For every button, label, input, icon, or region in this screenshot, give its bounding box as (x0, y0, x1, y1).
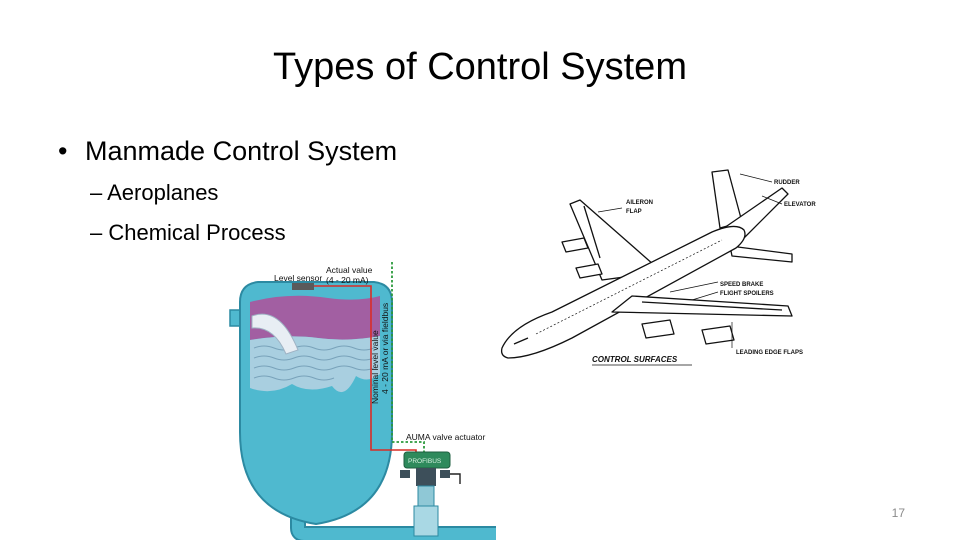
label-control-surfaces: CONTROL SURFACES (592, 355, 678, 364)
label-speed-brake: SPEED BRAKE (720, 282, 763, 288)
bullet-item: •Manmade Control System (58, 133, 397, 169)
label-nominal-value-range: 4 - 20 mA or via fieldbus (380, 303, 390, 394)
bullet-marker: • (58, 133, 85, 169)
label-level-sensor: Level sensor (274, 273, 322, 283)
bullet-text: Manmade Control System (85, 136, 397, 166)
label-aileron: AILERON (626, 200, 653, 206)
subitem-chemical-process: – Chemical Process (90, 218, 286, 248)
actuator-badge: PROFIBUS (408, 458, 442, 465)
label-flight-spoilers: FLIGHT SPOILERS (720, 291, 774, 297)
page-number: 17 (892, 506, 905, 520)
label-actual-value-range: (4 - 20 mA) (326, 275, 369, 285)
label-elevator: ELEVATOR (784, 202, 816, 208)
label-leading-edge-flaps: LEADING EDGE FLAPS (736, 350, 803, 356)
label-actuator: AUMA valve actuator (406, 432, 486, 442)
label-flap: FLAP (626, 209, 642, 215)
slide-title: Types of Control System (0, 42, 960, 92)
tank-diagram: PROFIBUS Level sensor Actual value (4 - … (228, 262, 496, 540)
subitem-aeroplanes: – Aeroplanes (90, 178, 218, 208)
plane-diagram: RUDDER ELEVATOR AILERON FLAP SPEED BRAKE… (492, 162, 822, 372)
label-nominal-value: Nominal level value (370, 330, 380, 404)
label-actual-value: Actual value (326, 265, 373, 275)
label-rudder: RUDDER (774, 180, 800, 186)
